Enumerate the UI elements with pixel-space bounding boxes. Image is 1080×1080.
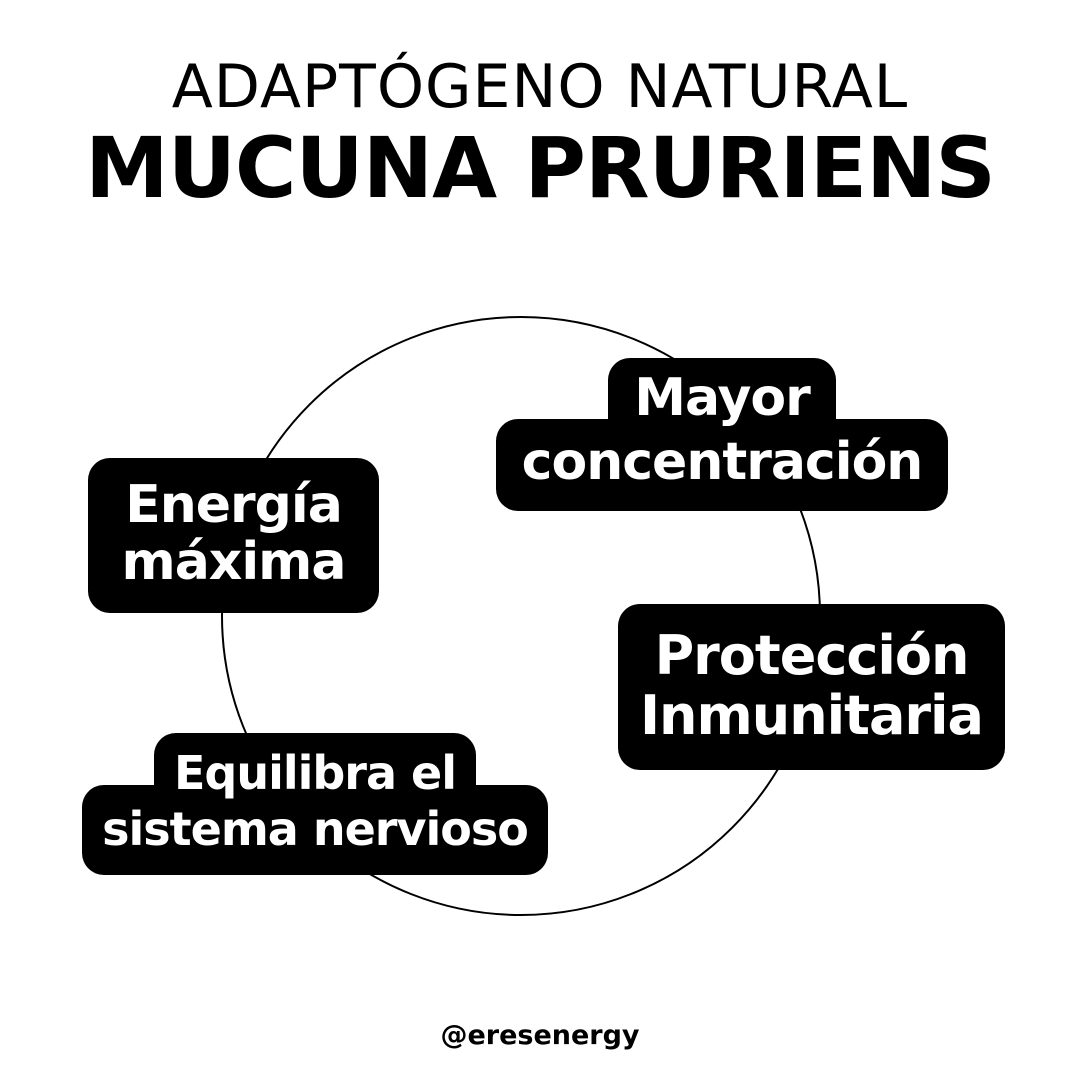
benefit-label-line: sistema nervioso	[102, 802, 529, 856]
social-handle: @eresenergy	[440, 1020, 640, 1051]
benefit-label-line: máxima	[121, 532, 347, 592]
benefit-box-equilibra	[82, 785, 548, 875]
benefit-text-equilibra: Equilibra el sistema nervioso	[82, 745, 548, 857]
benefit-box-proteccion: Protección Inmunitaria	[618, 604, 1005, 770]
benefit-label-line: Protección	[654, 624, 970, 687]
benefit-label-line: Mayor	[634, 368, 811, 428]
benefit-text-concentracion: Mayor concentración	[496, 366, 948, 494]
kicker-text: ADAPTÓGENO NATURAL	[171, 52, 909, 122]
benefit-label-line: Inmunitaria	[639, 684, 984, 747]
benefit-box-concentracion	[496, 419, 948, 511]
benefit-box-energia: Energía máxima	[88, 458, 379, 613]
header: ADAPTÓGENO NATURAL MUCUNA PRURIENS	[0, 52, 1080, 214]
benefit-label-line: concentración	[521, 432, 924, 492]
page-title: MUCUNA PRURIENS	[85, 119, 996, 217]
benefit-label-line: Equilibra el	[173, 746, 457, 800]
benefit-label-line: Energía	[125, 475, 343, 535]
